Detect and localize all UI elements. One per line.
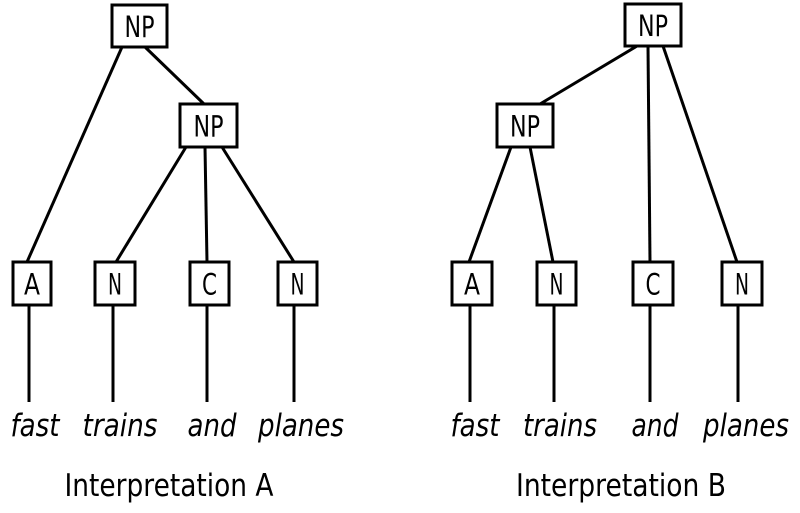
node-label: NP bbox=[510, 110, 540, 144]
terminal-word: fast bbox=[11, 408, 62, 444]
node-box-np bbox=[110, 3, 169, 49]
node-box-a bbox=[450, 260, 494, 307]
tree-edge-line bbox=[539, 44, 638, 106]
node-label: A bbox=[24, 268, 40, 302]
terminal-word: fast bbox=[451, 408, 502, 444]
tree-edge-line bbox=[661, 45, 739, 263]
node-label: NP bbox=[194, 110, 224, 144]
node-box-np bbox=[495, 102, 555, 149]
node-box-c bbox=[188, 260, 231, 307]
node-box-np bbox=[178, 102, 239, 149]
node-label: C bbox=[646, 268, 661, 302]
terminal-word: planes bbox=[702, 408, 789, 444]
tree-edge-line bbox=[220, 146, 296, 263]
node-label: N bbox=[291, 268, 305, 302]
node-label: A bbox=[464, 268, 480, 302]
tree-edge-line bbox=[114, 146, 188, 263]
tree-caption: Interpretation A bbox=[65, 468, 274, 504]
node-box-n bbox=[535, 260, 578, 307]
node-box-a bbox=[11, 260, 53, 307]
node-box-np bbox=[623, 2, 683, 48]
tree-edge-line bbox=[646, 45, 652, 263]
node-label: N bbox=[735, 268, 749, 302]
node-label: NP bbox=[125, 10, 155, 44]
tree-caption: Interpretation B bbox=[516, 468, 726, 504]
terminal-word: trains bbox=[523, 408, 597, 444]
node-label: N bbox=[550, 268, 564, 302]
tree-edge-line bbox=[467, 146, 513, 263]
node-box-n bbox=[93, 260, 137, 307]
tree-edge-line bbox=[203, 146, 209, 263]
terminal-word: trains bbox=[83, 408, 158, 444]
tree-edge-line bbox=[143, 45, 206, 106]
node-box-n bbox=[276, 260, 319, 307]
terminal-word: and bbox=[188, 408, 237, 444]
terminal-word: and bbox=[632, 408, 679, 444]
node-label: N bbox=[108, 268, 122, 302]
node-label: C bbox=[202, 268, 217, 302]
tree-edge-line bbox=[528, 146, 555, 263]
node-box-c bbox=[631, 260, 675, 307]
node-label: NP bbox=[638, 9, 668, 43]
terminal-word: planes bbox=[257, 408, 344, 444]
node-box-n bbox=[720, 260, 764, 307]
tree-edge-line bbox=[25, 46, 124, 263]
